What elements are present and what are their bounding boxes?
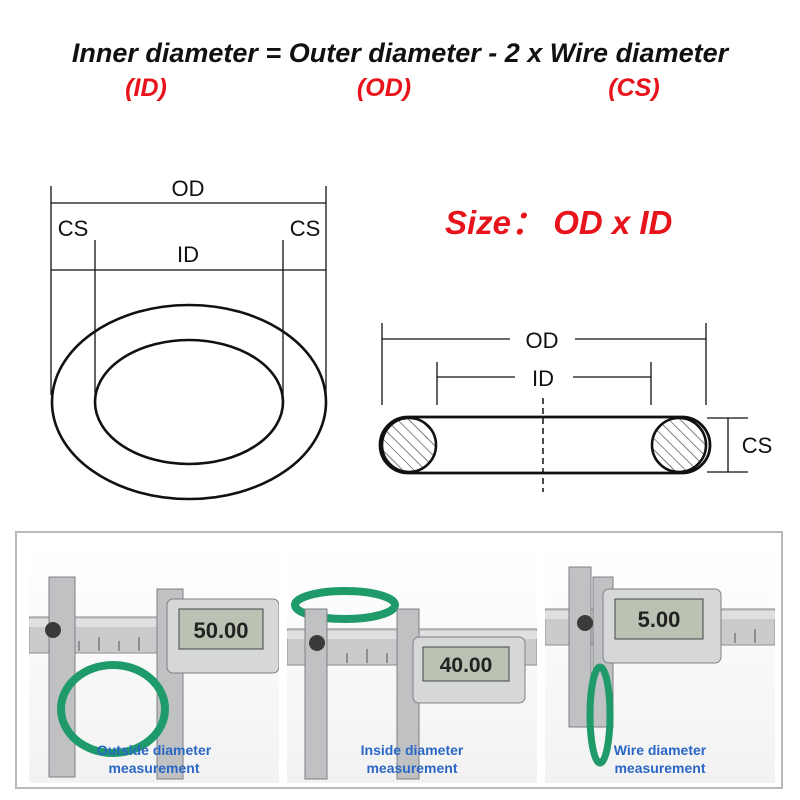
formula-text: Inner diameter = Outer diameter - 2 x Wi… [71,38,729,68]
outer-ellipse [50,303,328,501]
caliper-reading-1: 50.00 [193,618,248,643]
caption-outside-line1: Outside diameter [96,742,212,758]
oring-diagrams: OD ID CS CS OD ID CS [50,176,773,501]
label-od-right: OD [526,328,559,353]
measurement-panel: 50.00 Outside diameter measurement 40.00 [15,531,783,789]
caliper-inside-illustration: 40.00 [287,587,537,780]
caliper-reading-2: 40.00 [440,654,493,677]
photo-outside-diameter: 50.00 Outside diameter measurement [29,547,279,783]
abbr-id: (ID) [125,74,167,102]
caption-outside: Outside diameter measurement [29,741,279,777]
caliper-wire-illustration: 5.00 [545,566,775,767]
caption-outside-line2: measurement [108,760,200,776]
caption-wire-line2: measurement [614,760,706,776]
caption-wire: Wire diameter measurement [545,741,775,777]
green-oring-2 [291,587,399,623]
photo-inside-diameter: 40.00 Inside diameter measurement [287,547,537,783]
caliper-reading-3: 5.00 [638,607,681,632]
cross-section-diagram: OD ID CS [378,323,773,492]
ring-profile [378,415,712,475]
label-id-right: ID [532,366,554,391]
size-title: Size： OD x ID [445,204,673,241]
caliper-outside-illustration: 50.00 [29,576,279,780]
caption-inside-line2: measurement [366,760,458,776]
green-oring-1 [57,661,169,757]
section-left [380,416,438,474]
green-oring-3 [586,663,614,767]
caption-inside-line1: Inside diameter [360,742,464,758]
abbr-od: (OD) [356,74,412,102]
label-od-left: OD [172,176,205,201]
label-cs-left: CS [58,216,89,241]
photo-wire-diameter: 5.00 Wire diameter measurement [545,547,775,783]
abbr-cs: (CS) [608,74,660,102]
label-cs-section: CS [742,433,773,458]
caption-inside: Inside diameter measurement [287,741,537,777]
label-id-left: ID [177,242,199,267]
caption-wire-line1: Wire diameter [613,742,707,758]
label-cs-right: CS [290,216,321,241]
top-view-diagram: OD ID CS CS [50,176,328,501]
inner-ellipse [93,338,285,466]
section-right [650,416,708,474]
